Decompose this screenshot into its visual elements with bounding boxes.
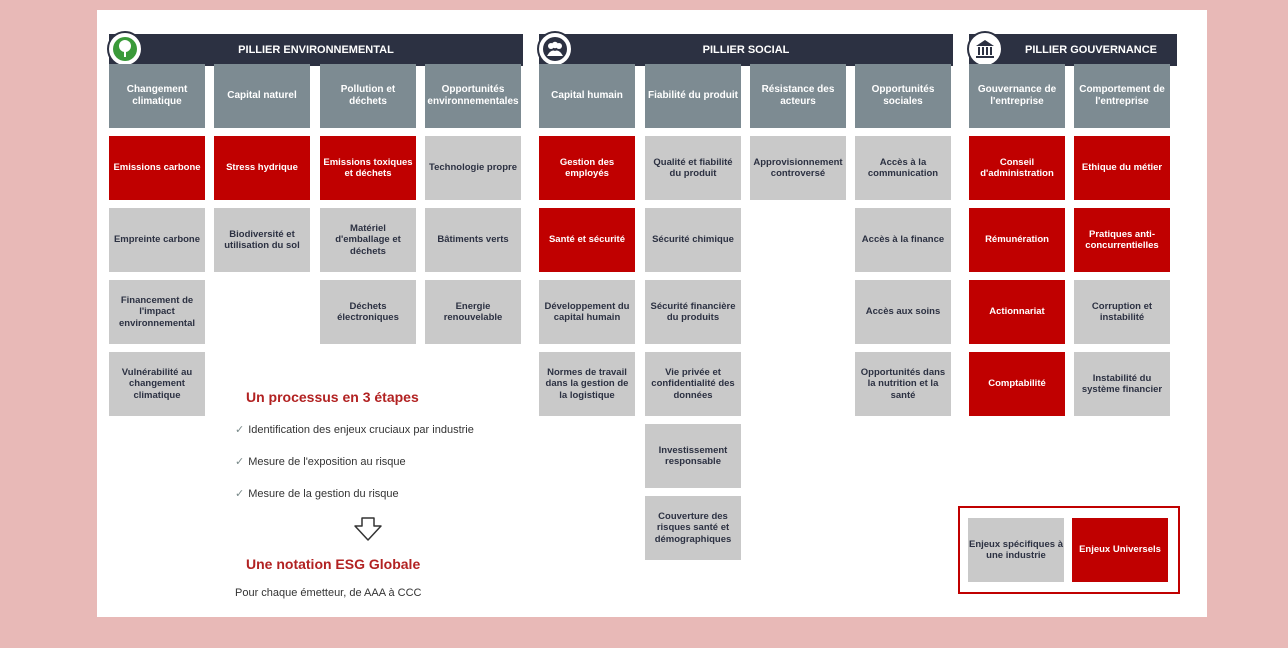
issue-cell: Accès à la finance: [855, 208, 951, 272]
theme-capital-naturel: Capital naturel: [214, 64, 310, 128]
issue-cell: Pratiques anti-concurrentielles: [1074, 208, 1170, 272]
issue-cell: Corruption et instabilité: [1074, 280, 1170, 344]
issue-cell: Rémunération: [969, 208, 1065, 272]
down-arrow-icon: [354, 517, 382, 541]
issue-cell: Sécurité chimique: [645, 208, 741, 272]
step-label: Mesure de l'exposition au risque: [248, 456, 406, 468]
theme-capital-humain: Capital humain: [539, 64, 635, 128]
people-icon: [537, 31, 573, 67]
issue-cell: Energie renouvelable: [425, 280, 521, 344]
issue-cell: Accès aux soins: [855, 280, 951, 344]
issue-cell: Normes de travail dans la gestion de la …: [539, 352, 635, 416]
institution-icon: [967, 31, 1003, 67]
issue-cell: Biodiversité et utilisation du sol: [214, 208, 310, 272]
pillar-title: PILLIER SOCIAL: [702, 44, 790, 56]
issue-cell: Sécurité financière du produits: [645, 280, 741, 344]
issue-cell: Vulnérabilité au changement climatique: [109, 352, 205, 416]
theme-fiabilite-produit: Fiabilité du produit: [645, 64, 741, 128]
issue-cell: Déchets électroniques: [320, 280, 416, 344]
pillar-title: PILLIER ENVIRONNEMENTAL: [238, 44, 394, 56]
pillar-header-environmental: PILLIER ENVIRONNEMENTAL: [107, 31, 523, 67]
issue-cell: Approvisionnement controversé: [750, 136, 846, 200]
theme-comportement-entreprise: Comportement de l'entreprise: [1074, 64, 1170, 128]
esg-framework-card: PILLIER ENVIRONNEMENTAL PILLIER SOCIAL P…: [97, 10, 1207, 617]
issue-cell: Emissions carbone: [109, 136, 205, 200]
issue-cell: Vie privée et confidentialité des donnée…: [645, 352, 741, 416]
theme-opportunites-sociales: Opportunités sociales: [855, 64, 951, 128]
issue-cell: Empreinte carbone: [109, 208, 205, 272]
notation-text: Pour chaque émetteur, de AAA à CCC: [235, 587, 422, 599]
theme-opportunites-environnementales: Opportunités environnementales: [425, 64, 521, 128]
issue-cell: Stress hydrique: [214, 136, 310, 200]
issue-cell: Comptabilité: [969, 352, 1065, 416]
legend-box: Enjeux spécifiques à une industrie Enjeu…: [958, 506, 1180, 594]
issue-cell: Qualité et fiabilité du produit: [645, 136, 741, 200]
notation-title: Une notation ESG Globale: [246, 556, 421, 572]
issue-cell: Accès à la communication: [855, 136, 951, 200]
issue-cell: Développement du capital humain: [539, 280, 635, 344]
check-icon: ✓: [235, 456, 245, 468]
issue-cell: Actionnariat: [969, 280, 1065, 344]
step-label: Identification des enjeux cruciaux par i…: [248, 424, 474, 436]
process-step: ✓Mesure de la gestion du risque: [235, 487, 399, 500]
theme-gouvernance-entreprise: Gouvernance de l'entreprise: [969, 64, 1065, 128]
issue-cell: Ethique du métier: [1074, 136, 1170, 200]
step-label: Mesure de la gestion du risque: [248, 488, 399, 500]
pillar-header-governance: PILLIER GOUVERNANCE: [967, 31, 1177, 67]
theme-resistance-acteurs: Résistance des acteurs: [750, 64, 846, 128]
process-step: ✓Identification des enjeux cruciaux par …: [235, 423, 474, 436]
check-icon: ✓: [235, 488, 245, 500]
issue-cell: Santé et sécurité: [539, 208, 635, 272]
issue-cell: Matériel d'emballage et déchets: [320, 208, 416, 272]
process-step: ✓Mesure de l'exposition au risque: [235, 455, 406, 468]
issue-cell: Investissement responsable: [645, 424, 741, 488]
issue-cell: Couverture des risques santé et démograp…: [645, 496, 741, 560]
issue-cell: Technologie propre: [425, 136, 521, 200]
issue-cell: Gestion des employés: [539, 136, 635, 200]
theme-changement-climatique: Changement climatique: [109, 64, 205, 128]
legend-specific: Enjeux spécifiques à une industrie: [968, 518, 1064, 582]
pillar-title: PILLIER GOUVERNANCE: [1024, 44, 1157, 56]
tree-icon: [107, 31, 143, 67]
pillar-header-social: PILLIER SOCIAL: [537, 31, 953, 67]
issue-cell: Opportunités dans la nutrition et la san…: [855, 352, 951, 416]
process-title: Un processus en 3 étapes: [246, 389, 419, 405]
issue-cell: Conseil d'administration: [969, 136, 1065, 200]
issue-cell: Instabilité du système financier: [1074, 352, 1170, 416]
issue-cell: Emissions toxiques et déchets: [320, 136, 416, 200]
issue-cell: Bâtiments verts: [425, 208, 521, 272]
issue-cell: Financement de l'impact environnemental: [109, 280, 205, 344]
theme-pollution-dechets: Pollution et déchets: [320, 64, 416, 128]
legend-universal: Enjeux Universels: [1072, 518, 1168, 582]
check-icon: ✓: [235, 424, 245, 436]
